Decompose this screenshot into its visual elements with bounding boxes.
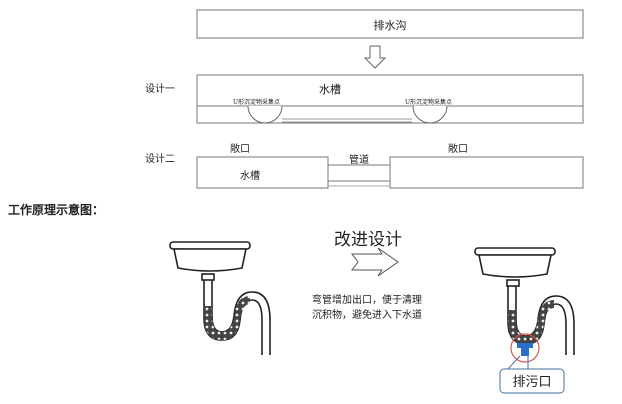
u-trap-left (247, 105, 283, 124)
pipe-label: 管道 (349, 153, 369, 166)
outlet-callout (499, 368, 565, 394)
drain-box: 排水沟 (196, 9, 584, 39)
open-left-label: 敞口 (230, 142, 250, 155)
outlet-label: 排污口 (512, 375, 551, 390)
collect-point-left: U形沉淀物采集点 (233, 98, 280, 106)
sink-trap-improved (474, 247, 575, 355)
desc-line-2: 沉积物，避免进入下水道 (312, 308, 422, 321)
open-right-label: 敞口 (448, 142, 468, 155)
section-title: 工作原理示意图： (8, 202, 104, 217)
design1-label: 设计一 (145, 82, 175, 95)
design2-sink-label: 水槽 (240, 169, 260, 182)
desc-line-1: 弯管增加出口，便于清理 (312, 293, 422, 306)
drain-label: 排水沟 (374, 18, 407, 32)
sink-trap-original (169, 241, 271, 355)
drain-valve-icon (517, 343, 533, 356)
design2-label: 设计二 (145, 152, 175, 165)
right-arrow-icon (351, 247, 399, 277)
down-arrow-icon (363, 45, 387, 69)
design2-box: 管道 水槽 (196, 153, 584, 189)
design1-box: 水槽 U形沉淀物采集点 U形沉淀物采集点 (196, 74, 584, 124)
u-trap-right (412, 105, 448, 124)
highlight-circle (510, 333, 540, 363)
design1-sink-label: 水槽 (319, 83, 341, 96)
collect-point-right: U形沉淀物采集点 (405, 98, 452, 106)
improve-title: 改进设计 (334, 230, 402, 250)
